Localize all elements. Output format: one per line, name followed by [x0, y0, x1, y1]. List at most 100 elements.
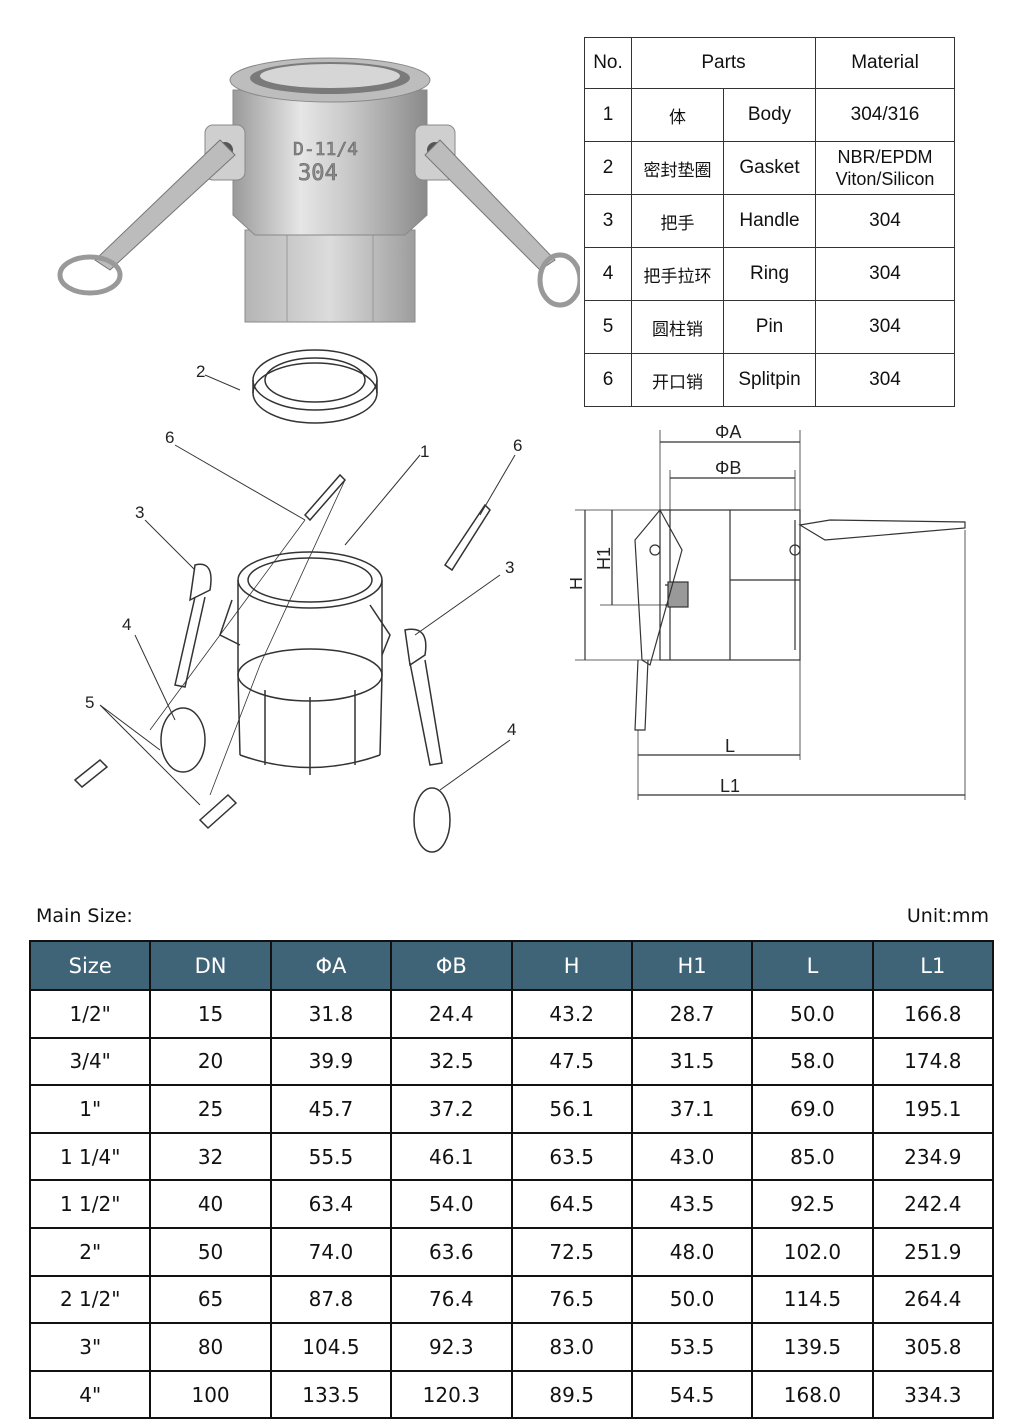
cell-l1: 251.9 — [871, 1226, 995, 1277]
table-row: 1 体 Body 304/316 — [584, 88, 956, 142]
dim-phi-b: ΦB — [715, 458, 741, 478]
cell-phi-b: 37.2 — [390, 1084, 513, 1134]
cell-l1: 174.8 — [871, 1036, 995, 1087]
cell-l: 58.0 — [751, 1036, 874, 1087]
part-cn: 密封垫圈 — [631, 141, 724, 195]
callout-6: 6 — [165, 428, 174, 447]
dim-phi-a: ΦA — [715, 422, 741, 442]
dim-h: H — [570, 577, 586, 590]
cell-size: 1/2" — [28, 989, 152, 1039]
part-cn: 把手 — [631, 194, 724, 248]
header-h: H — [510, 940, 633, 991]
cell-h: 43.2 — [510, 989, 633, 1039]
cell-dn: 65 — [149, 1274, 272, 1325]
part-cn: 开口销 — [631, 353, 724, 407]
cell-h: 56.1 — [510, 1084, 633, 1134]
sectional-drawing: ΦA ΦB H H1 L L1 — [570, 422, 966, 800]
cell-phi-b: 120.3 — [390, 1369, 513, 1420]
cell-phi-b: 92.3 — [390, 1322, 513, 1372]
cell-size: 2" — [28, 1226, 152, 1277]
cell-l1: 166.8 — [871, 989, 995, 1039]
part-no: 6 — [584, 353, 632, 407]
cell-size: 4" — [28, 1369, 152, 1420]
cell-l1: 234.9 — [871, 1131, 995, 1182]
part-en: Pin — [722, 300, 817, 354]
callout-3: 3 — [135, 503, 144, 522]
callout-4-right: 4 — [507, 720, 516, 739]
header-l1: L1 — [871, 940, 995, 991]
part-material: 304 — [815, 247, 956, 301]
cell-l: 92.5 — [751, 1179, 874, 1229]
part-no: 2 — [584, 141, 632, 195]
cell-h: 64.5 — [510, 1179, 633, 1229]
header-dn: DN — [149, 940, 272, 991]
cell-h1: 37.1 — [630, 1084, 754, 1134]
cell-phi-a: 31.8 — [269, 989, 393, 1039]
cell-dn: 15 — [149, 989, 272, 1039]
cell-h: 89.5 — [510, 1369, 633, 1420]
cell-l1: 264.4 — [871, 1274, 995, 1325]
cell-l: 114.5 — [751, 1274, 874, 1325]
cell-size: 3" — [28, 1322, 152, 1372]
cell-dn: 32 — [149, 1131, 272, 1182]
part-en: Gasket — [722, 141, 817, 195]
header-phi-a: ΦA — [269, 940, 393, 991]
header-size: Size — [28, 940, 152, 991]
cell-size: 1" — [28, 1084, 152, 1134]
cell-dn: 20 — [149, 1036, 272, 1087]
cell-h1: 43.0 — [630, 1131, 754, 1182]
header-h1: H1 — [630, 940, 754, 991]
callout-2: 2 — [196, 362, 205, 381]
cell-l: 69.0 — [751, 1084, 874, 1134]
cell-size: 3/4" — [28, 1036, 152, 1087]
table-row: 6 开口销 Splitpin 304 — [584, 353, 956, 407]
cell-dn: 100 — [149, 1369, 272, 1420]
part-en: Ring — [722, 247, 817, 301]
callout-6-right: 6 — [513, 436, 522, 455]
cell-phi-a: 87.8 — [269, 1274, 393, 1325]
cell-phi-b: 24.4 — [390, 989, 513, 1039]
cell-phi-b: 32.5 — [390, 1036, 513, 1087]
table-row: 5 圆柱销 Pin 304 — [584, 300, 956, 354]
parts-header-parts: Parts — [630, 37, 817, 89]
parts-header-no: No. — [584, 37, 632, 89]
part-material: 304 — [815, 353, 956, 407]
part-no: 4 — [584, 247, 632, 301]
marking-line1: D-11/4 — [293, 139, 358, 160]
header-phi-b: ΦB — [390, 940, 513, 991]
size-table-header: Size DN ΦA ΦB H H1 L L1 — [28, 940, 995, 991]
cell-h: 72.5 — [510, 1226, 633, 1277]
cell-l: 102.0 — [751, 1226, 874, 1277]
cell-l: 139.5 — [751, 1322, 874, 1372]
cell-phi-a: 104.5 — [269, 1322, 393, 1372]
cell-h: 63.5 — [510, 1131, 633, 1182]
cell-dn: 25 — [149, 1084, 272, 1134]
part-material: NBR/EPDM Viton/Silicon — [815, 141, 956, 195]
callout-1: 1 — [420, 442, 429, 461]
part-material-line2: Viton/Silicon — [835, 169, 935, 189]
part-cn: 圆柱销 — [631, 300, 724, 354]
cell-h1: 43.5 — [630, 1179, 754, 1229]
part-en: Handle — [722, 194, 817, 248]
cell-phi-b: 46.1 — [390, 1131, 513, 1182]
cell-phi-a: 74.0 — [269, 1226, 393, 1277]
cell-dn: 50 — [149, 1226, 272, 1277]
cell-h1: 54.5 — [630, 1369, 754, 1420]
parts-table: No. Parts Material 1 体 Body 304/316 2 密封… — [584, 37, 956, 407]
cell-dn: 40 — [149, 1179, 272, 1229]
callout-5: 5 — [85, 693, 94, 712]
cell-size: 1 1/2" — [28, 1179, 152, 1229]
cell-l: 50.0 — [751, 989, 874, 1039]
cell-h: 76.5 — [510, 1274, 633, 1325]
cell-h1: 50.0 — [630, 1274, 754, 1325]
callout-3-right: 3 — [505, 558, 514, 577]
